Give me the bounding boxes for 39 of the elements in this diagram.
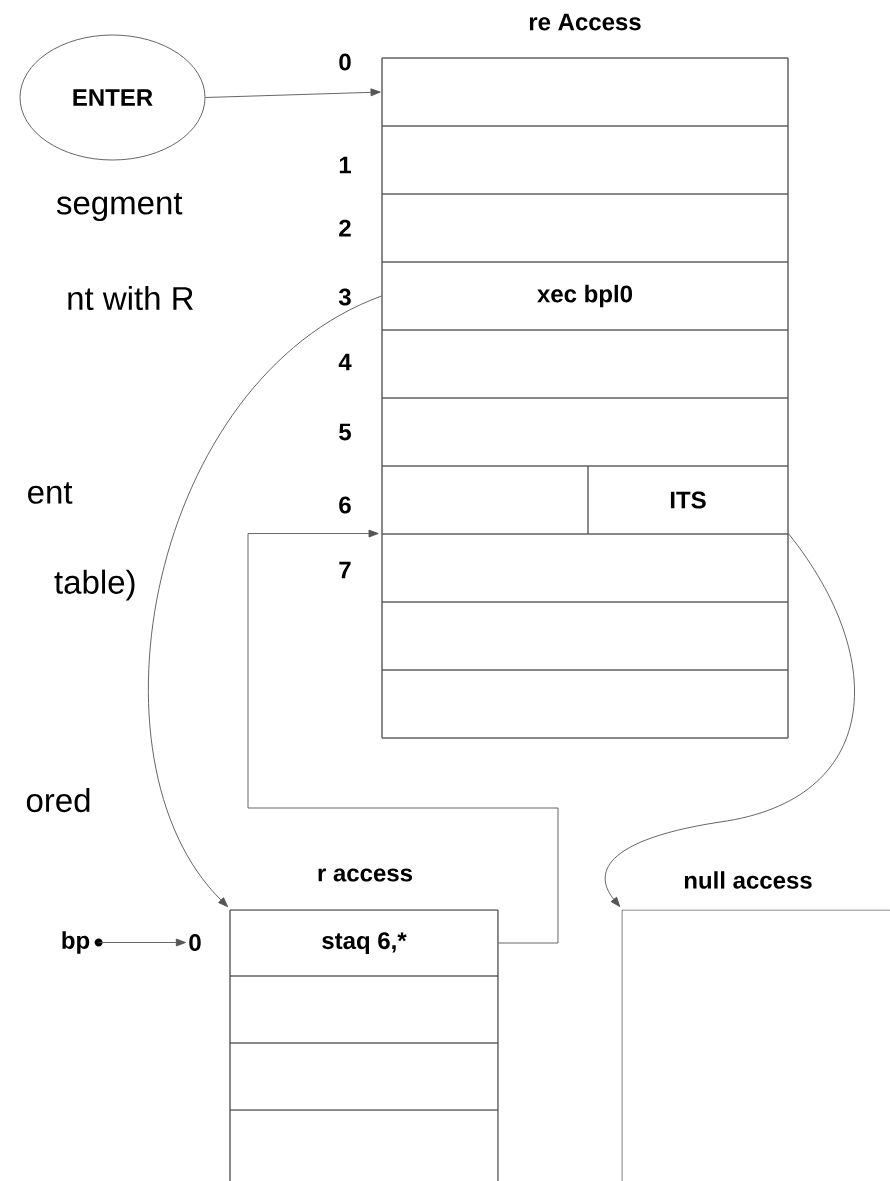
- index-number: 0: [189, 934, 201, 951]
- arrow: [205, 88, 381, 98]
- index-number: 3: [338, 288, 351, 306]
- arrow: [247, 529, 559, 944]
- table-row: [229, 1042, 499, 1111]
- index-number: 1: [339, 156, 351, 174]
- table-row: [381, 465, 589, 535]
- index-number: 7: [339, 561, 351, 579]
- index-number: 6: [339, 496, 351, 514]
- table-row: [381, 669, 789, 739]
- index-number: 4: [338, 353, 352, 371]
- table-row: xec bpl0: [381, 261, 789, 331]
- arrow: [148, 295, 382, 908]
- text-fragment: ored: [26, 787, 90, 813]
- text-fragment: nt with R: [68, 285, 193, 311]
- table-row: staq 6,*: [229, 909, 499, 977]
- table-row: [381, 193, 789, 263]
- pointer-label: bp: [62, 931, 103, 954]
- index-number: 2: [339, 219, 351, 237]
- node-label: r access: [318, 868, 413, 882]
- table-row: [381, 125, 789, 195]
- index-number: 0: [339, 53, 351, 71]
- table-row: [381, 601, 789, 671]
- table-row: [229, 975, 499, 1044]
- table-row: [381, 329, 789, 399]
- arrow: [604, 533, 855, 907]
- table-row: [229, 1109, 499, 1181]
- node-label: null access: [684, 871, 812, 889]
- segment-table: null access: [621, 871, 890, 1181]
- text-fragment: segment: [56, 192, 183, 222]
- arrow: [98, 938, 186, 947]
- text-fragment: table): [54, 569, 135, 601]
- table-row: ITS: [587, 465, 789, 535]
- index-number: 5: [339, 423, 351, 441]
- table-row: [381, 57, 789, 127]
- node-label: re Access: [529, 13, 641, 31]
- table-row: [381, 397, 789, 467]
- text-fragment: ent: [28, 482, 73, 504]
- table-row: [381, 533, 789, 603]
